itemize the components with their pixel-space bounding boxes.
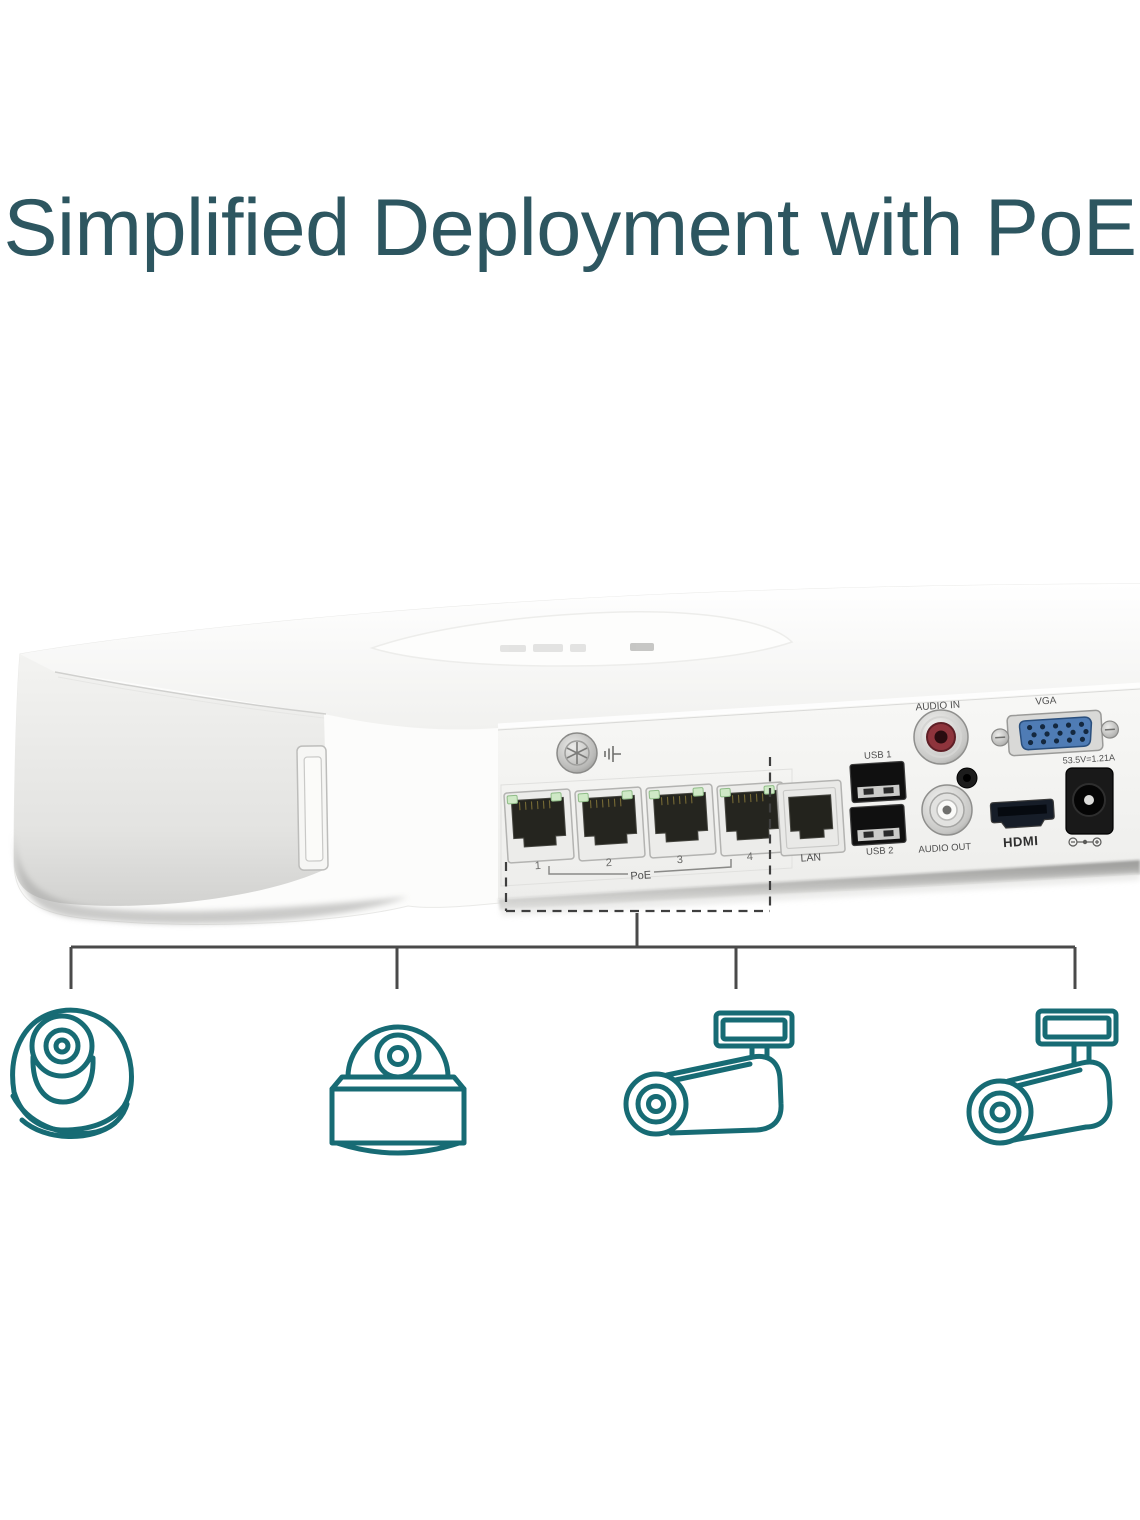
audio-out-jack (921, 784, 973, 836)
poe-port-1-number: 1 (534, 860, 541, 872)
poe-port-1-led-left (506, 794, 518, 805)
usb1-label: USB 1 (864, 749, 892, 762)
audio-in-label: AUDIO IN (915, 700, 960, 714)
top-lid-recess (369, 611, 794, 667)
lan-label: LAN (800, 851, 821, 864)
turret-camera-icon (10, 1007, 134, 1140)
page-title: Simplified Deployment with PoE (3, 183, 1137, 273)
lan-port (776, 779, 846, 857)
side-seam-line-2 (57, 676, 325, 719)
poe-port-3-led-left (648, 789, 660, 800)
bullet-camera-icon (966, 1008, 1119, 1146)
vga-port (991, 709, 1119, 757)
poe-port-2 (574, 786, 646, 862)
poe-port-4 (716, 781, 788, 857)
hdmi-label: HDMI (1003, 833, 1039, 850)
device-bottom-shadow (500, 872, 1140, 916)
logo-smudge (500, 643, 654, 652)
side-seam-line (54, 671, 327, 715)
poe-port-2-led-left (577, 792, 589, 803)
poe-port-3 (645, 783, 717, 859)
device-bottom-edge (498, 860, 1140, 910)
ground-screw-icon (556, 732, 598, 774)
connector-tree (69, 913, 1077, 989)
poe-port-4-led-left (719, 787, 731, 798)
vga-pin-holes (1027, 721, 1089, 746)
power-label: 53.5V=1.21A (1062, 752, 1115, 765)
audio-out-label: AUDIO OUT (918, 841, 972, 855)
poe-port-1-led-right (550, 792, 562, 802)
poe-bracket-left (548, 866, 628, 875)
poe-port-3-number: 3 (676, 854, 683, 866)
ground-symbol-icon (604, 746, 621, 762)
hdmi-port (989, 798, 1055, 829)
poe-port-1 (503, 788, 575, 864)
bullet-camera-icon (623, 1010, 795, 1137)
device-side-face (14, 654, 328, 906)
nvr-device: 1 2 3 4 PoE LAN (13, 583, 1140, 925)
side-slot (296, 745, 329, 871)
power-jack (1065, 767, 1114, 835)
panel-top-crease (497, 688, 1140, 731)
panel-screw-icon (956, 767, 978, 789)
usb-port-1 (849, 760, 907, 804)
dc-polarity-icon (1068, 837, 1102, 847)
dome-camera-icon (329, 1024, 467, 1156)
poe-group-label: PoE (630, 869, 652, 882)
poe-port-2-led-right (621, 790, 633, 800)
poe-recess-frame (500, 768, 793, 887)
usb-port-2 (849, 803, 907, 847)
poe-bracket-right (653, 859, 732, 873)
poe-port-3-led-right (692, 787, 704, 797)
poe-port-4-number: 4 (746, 851, 753, 863)
usb2-label: USB 2 (866, 845, 894, 858)
poe-port-2-number: 2 (605, 857, 612, 869)
panel-top-highlight (497, 682, 1140, 729)
vga-label: VGA (1035, 695, 1057, 707)
poe-highlight-dashed-box (504, 757, 772, 913)
audio-in-jack (913, 709, 969, 765)
